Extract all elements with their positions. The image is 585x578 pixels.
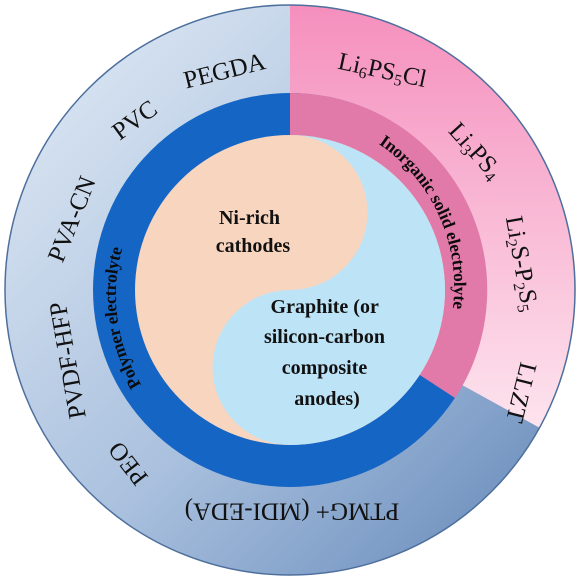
material-li2s-p2s5: Li2S-P2S5 [498,214,543,314]
anode-label-line-3: composite [282,357,368,379]
anode-label-line-4: anodes) [294,388,360,410]
material-ptmg-mdi-eda: PTMG+ (MDI-EDA) [185,497,400,524]
svg-text:Graphite (or silicon-carbo: Graphite (or silicon-carbon composite an… [264,296,390,410]
cathode-label-line-1: Ni-rich [219,207,280,229]
material-li6ps5cl: Li6PS5Cl [335,48,429,95]
anode-label-line-1: Graphite (or [271,296,379,318]
anode-region [212,135,445,445]
material-li3ps4: Li3PS4 [442,117,508,185]
cathode-label-line-2: cathodes [216,235,291,257]
anode-label-line-2: silicon-carbon [264,326,385,348]
svg-text:Ni-rich cathodes: Ni-rich cathodes [216,207,291,257]
